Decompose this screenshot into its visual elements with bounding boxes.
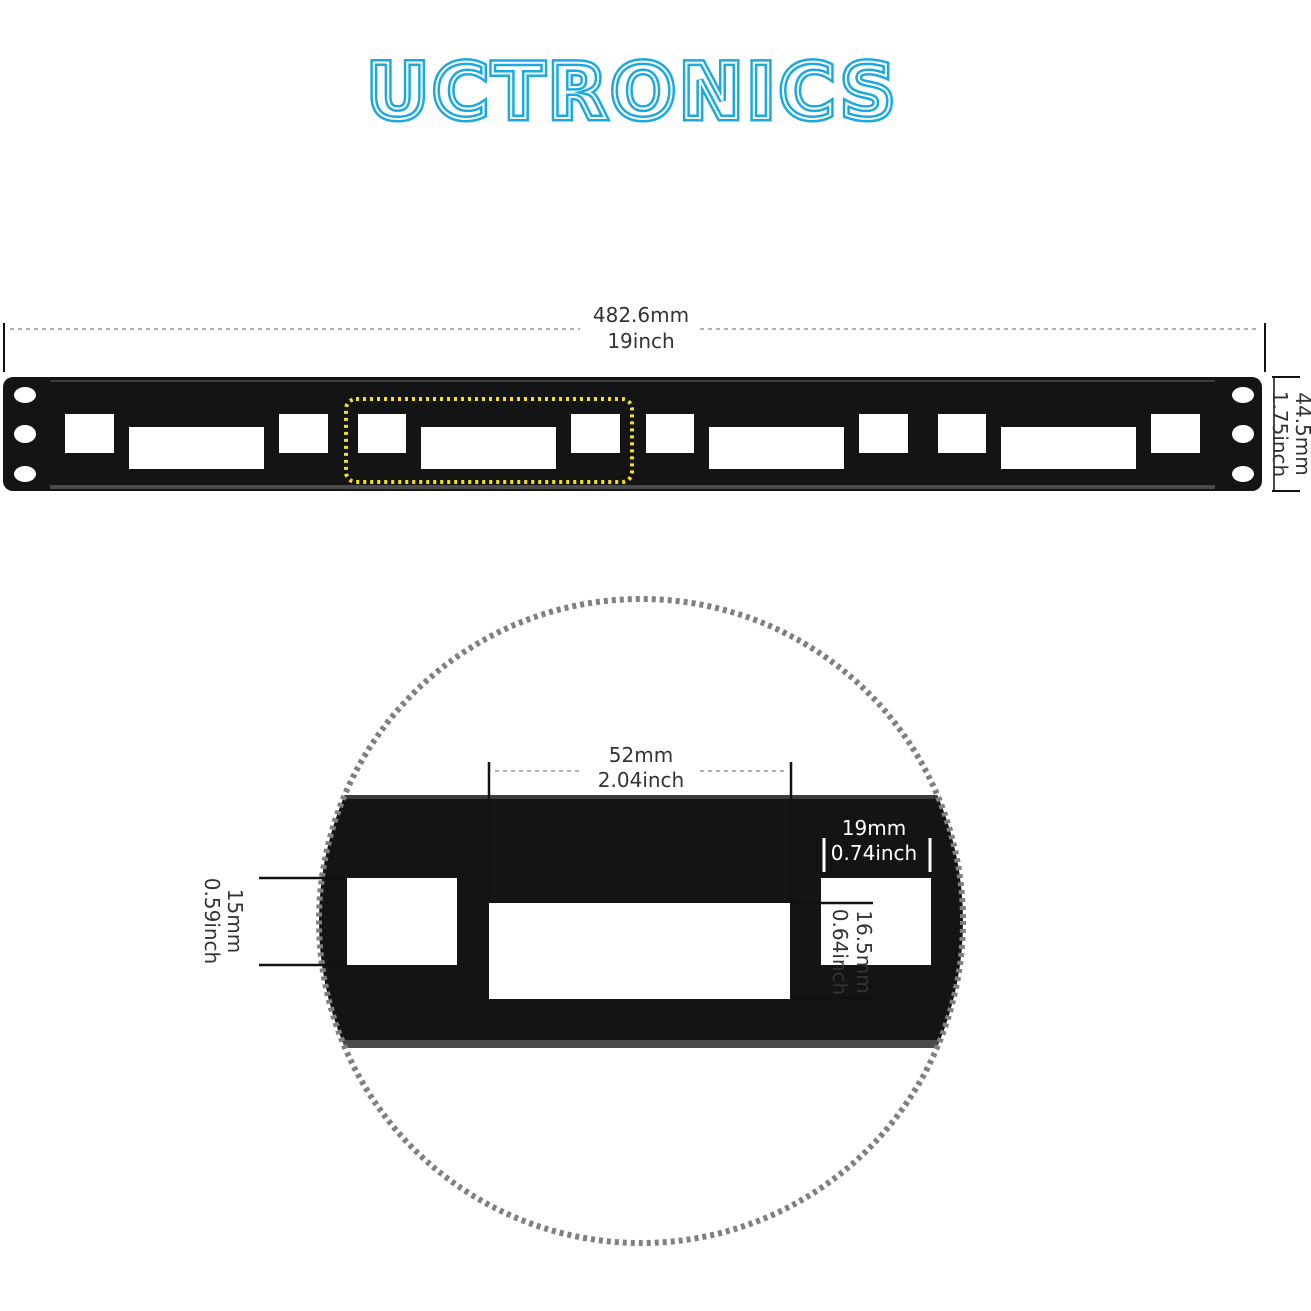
rack-panel <box>3 377 1262 491</box>
port-cutout-large <box>1001 427 1136 469</box>
port-cutout-small <box>1151 414 1200 453</box>
panel-body <box>3 377 1262 491</box>
overall-width-dimension: 482.6mm 19inch <box>3 303 1266 372</box>
zoom-port-cutout-small-right <box>821 878 931 965</box>
large-port-width-inch: 2.04inch <box>598 768 684 792</box>
overall-height-inch: 1.75inch <box>1268 391 1292 477</box>
zoom-circle-border <box>316 596 966 1246</box>
large-port-height-mm: 16.5mm <box>852 910 876 994</box>
small-port-width-mm: 19mm <box>842 816 906 840</box>
port-cutout-small <box>646 414 694 453</box>
large-port-height-inch: 0.64inch <box>828 909 852 995</box>
large-port-width-mm: 52mm <box>609 743 673 767</box>
small-port-height-mm: 15mm <box>223 889 247 953</box>
mount-hole-left-3 <box>14 466 36 482</box>
zoom-detail: 52mm 2.04inch 19mm 0.74inch 16.5mm 0.64i… <box>200 596 966 1246</box>
overall-width-mm: 482.6mm <box>593 303 689 327</box>
port-cutout-small <box>571 414 620 453</box>
brand-logo-text: UCTRONICS <box>367 47 899 136</box>
mount-hole-left-2 <box>14 425 36 443</box>
small-port-width-dimension: 19mm 0.74inch <box>822 816 932 872</box>
zoom-port-cutout-small-left <box>347 878 457 965</box>
port-cutout-large <box>421 427 556 469</box>
port-cutout-small <box>938 414 986 453</box>
overall-height-dimension: 44.5mm 1.75inch <box>1268 376 1311 492</box>
brand-logo: UCTRONICS UCTRONICS <box>363 44 899 140</box>
brand-logo-inline: UCTRONICS <box>367 47 899 136</box>
mount-hole-right-1 <box>1232 387 1254 403</box>
mount-hole-left-1 <box>14 387 36 403</box>
small-port-height-inch: 0.59inch <box>200 878 224 964</box>
port-cutout-large <box>129 427 264 469</box>
port-cutout-small <box>65 414 114 453</box>
overall-height-mm: 44.5mm <box>1291 392 1311 476</box>
port-cutout-small <box>358 414 406 453</box>
port-cutout-small <box>279 414 328 453</box>
large-port-height-dimension: 16.5mm 0.64inch <box>791 901 876 1000</box>
zoom-port-cutout-large <box>489 903 790 999</box>
small-port-height-dimension: 15mm 0.59inch <box>200 876 347 967</box>
overall-width-inch: 19inch <box>607 329 674 353</box>
mount-hole-right-3 <box>1232 466 1254 482</box>
mount-hole-right-2 <box>1232 425 1254 443</box>
large-port-width-dimension: 52mm 2.04inch <box>487 743 793 903</box>
small-port-width-inch: 0.74inch <box>831 841 917 865</box>
highlight-port-group <box>344 397 634 484</box>
port-cutout-small <box>859 414 908 453</box>
port-cutout-large <box>709 427 844 469</box>
